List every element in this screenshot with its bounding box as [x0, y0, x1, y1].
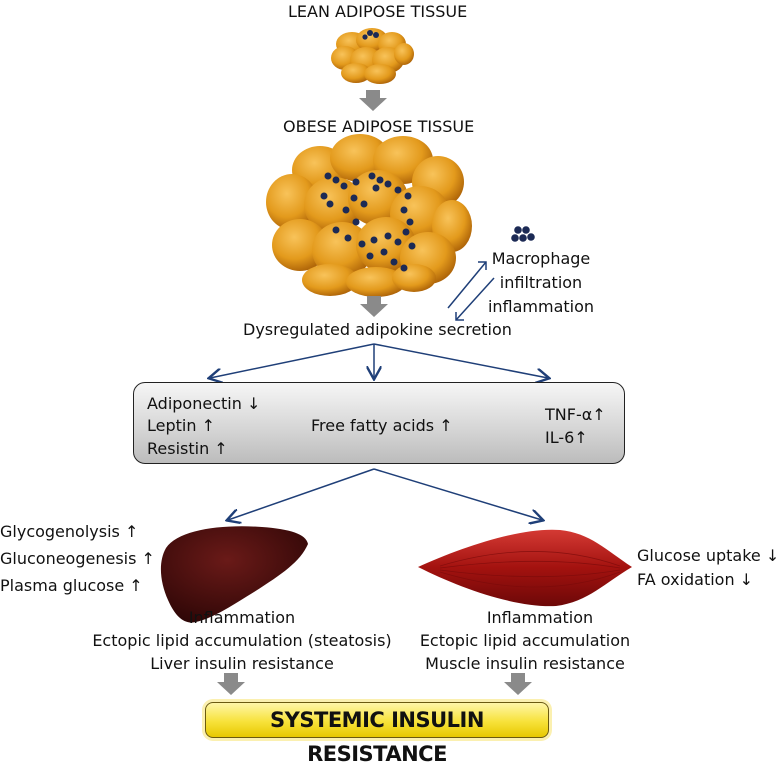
- grey-arrow-liver-to-final: [217, 673, 245, 695]
- glucose-uptake-label: Glucose uptake ↓: [637, 546, 778, 565]
- liver-inflammation-label: Inflammation: [188, 608, 296, 627]
- macrophage-exchange-arrows: [447, 261, 495, 321]
- grey-arrow-obese-to-dysregulated: [360, 296, 388, 317]
- glycogenolysis-label: Glycogenolysis ↑: [0, 522, 139, 541]
- obese-adipose-tissue-label: OBESE ADIPOSE TISSUE: [283, 117, 475, 136]
- il6-label: IL-6↑: [545, 428, 588, 447]
- lean-adipose-tissue-icon: [331, 28, 414, 84]
- tnf-alpha-label: TNF-α↑: [545, 405, 606, 424]
- macrophage-label: Macrophage: [491, 249, 591, 268]
- resistin-label: Resistin ↑: [147, 439, 228, 458]
- grey-arrow-muscle-to-final: [504, 673, 532, 695]
- infiltration-label: infiltration: [499, 273, 583, 292]
- macrophage-icon: [511, 226, 535, 242]
- adipokine-box: [133, 382, 625, 464]
- muscle-inflammation-label: Inflammation: [486, 608, 594, 627]
- obese-adipose-tissue-icon: [266, 134, 472, 297]
- diagram-graphics: [160, 28, 632, 695]
- adiponectin-label: Adiponectin ↓: [147, 394, 261, 413]
- grey-arrow-lean-to-obese: [359, 90, 387, 111]
- systemic-insulin-resistance-box: SYSTEMIC INSULIN RESISTANCE: [205, 702, 549, 766]
- dysregulated-adipokine-label: Dysregulated adipokine secretion: [243, 320, 512, 339]
- plasma-glucose-label: Plasma glucose ↑: [0, 576, 143, 595]
- liver-steatosis-label: Ectopic lipid accumulation (steatosis): [92, 631, 392, 650]
- muscle-insulin-resistance-label: Muscle insulin resistance: [425, 654, 625, 673]
- lean-adipose-tissue-label: LEAN ADIPOSE TISSUE: [288, 2, 468, 21]
- blue-arrows-to-adipokines: [210, 343, 548, 378]
- leptin-label: Leptin ↑: [147, 416, 215, 435]
- gluconeogenesis-label: Gluconeogenesis ↑: [0, 549, 155, 568]
- muscle-icon: [418, 529, 632, 607]
- systemic-insulin-resistance-label: SYSTEMIC INSULIN RESISTANCE: [270, 708, 484, 766]
- liver-icon: [160, 526, 308, 623]
- liver-insulin-resistance-label: Liver insulin resistance: [150, 654, 334, 673]
- inflammation-label: inflammation: [487, 297, 595, 316]
- muscle-lipid-label: Ectopic lipid accumulation: [419, 631, 631, 650]
- free-fatty-acids-label: Free fatty acids ↑: [311, 416, 453, 435]
- fa-oxidation-label: FA oxidation ↓: [637, 570, 754, 589]
- blue-arrows-to-organs: [228, 468, 542, 520]
